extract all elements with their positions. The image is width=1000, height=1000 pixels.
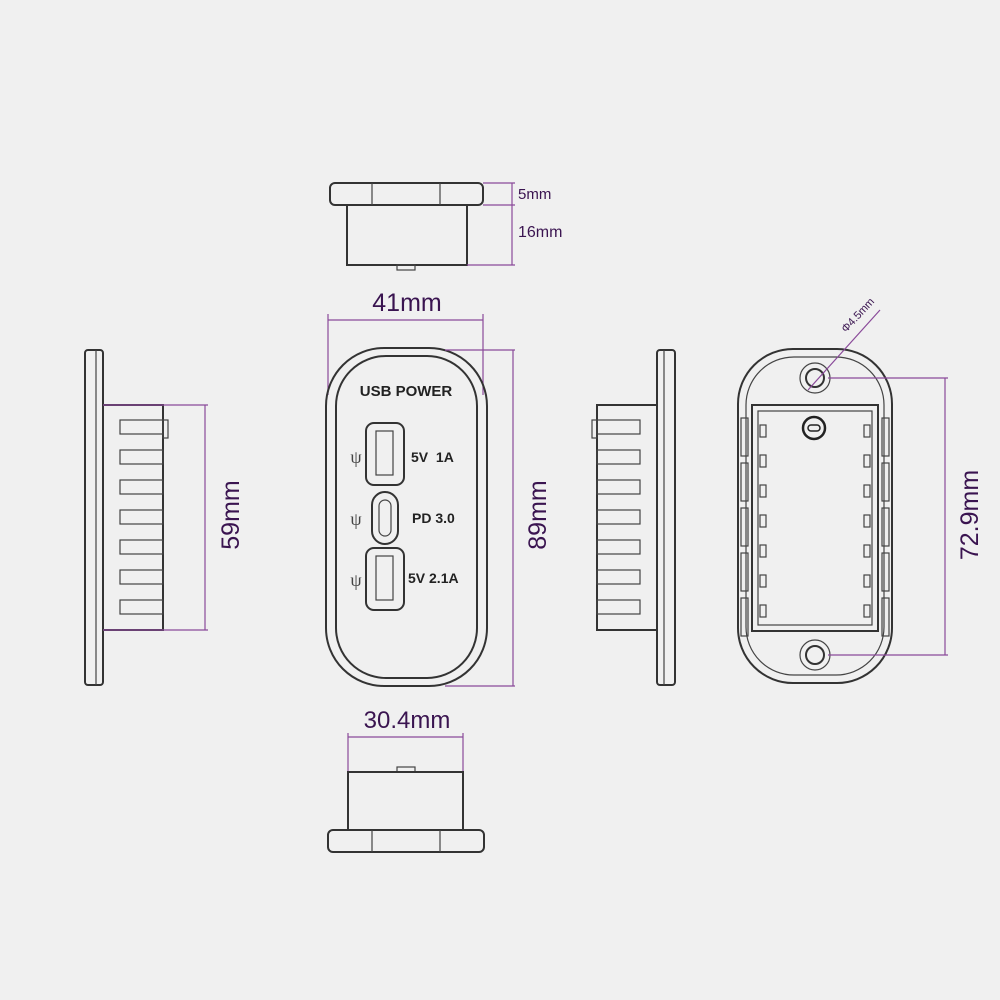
fin bbox=[740, 417, 749, 457]
fin bbox=[759, 544, 767, 558]
top-view: 5mm 16mm bbox=[329, 182, 562, 271]
fin bbox=[119, 509, 164, 525]
back-view: Φ4.5mm 72.9mm bbox=[737, 296, 984, 684]
fin bbox=[863, 424, 871, 438]
fin bbox=[119, 599, 164, 615]
panel-heading: USB POWER bbox=[360, 383, 453, 400]
fin bbox=[596, 569, 641, 585]
mounting-hole-top bbox=[805, 368, 825, 388]
body-depth-label: 16mm bbox=[518, 224, 562, 241]
fin bbox=[759, 484, 767, 498]
flange-thickness-label: 5mm bbox=[518, 186, 551, 203]
fin bbox=[881, 552, 890, 592]
usb-icon: ψ bbox=[350, 570, 362, 590]
bottom-view: 30.4mm bbox=[327, 707, 485, 853]
port-1-label: 5V 1A bbox=[411, 449, 454, 465]
body-height-label: 59mm bbox=[217, 480, 245, 549]
fin bbox=[596, 599, 641, 615]
fin bbox=[596, 419, 641, 435]
fin bbox=[119, 449, 164, 465]
usb-icon: ψ bbox=[350, 509, 362, 529]
fin bbox=[759, 514, 767, 528]
fin bbox=[863, 514, 871, 528]
fin bbox=[119, 419, 164, 435]
fin bbox=[863, 604, 871, 618]
fin bbox=[863, 454, 871, 468]
fin bbox=[740, 507, 749, 547]
fin bbox=[119, 479, 164, 495]
left-side-view: 59mm bbox=[84, 349, 245, 686]
usb-a-port-1 bbox=[365, 422, 405, 486]
fin bbox=[759, 574, 767, 588]
fin bbox=[596, 509, 641, 525]
right-side-view bbox=[591, 349, 676, 686]
fin bbox=[119, 539, 164, 555]
usb-icon: ψ bbox=[350, 447, 362, 467]
front-view: USB POWER 5V 1A ψ PD 3.0 ψ 5V 2.1A ψ 89m… bbox=[325, 347, 552, 687]
fin bbox=[881, 507, 890, 547]
fin bbox=[881, 417, 890, 457]
port-2-label: PD 3.0 bbox=[412, 510, 455, 526]
fin bbox=[759, 454, 767, 468]
hole-diameter-label: Φ4.5mm bbox=[839, 296, 877, 335]
fin bbox=[863, 484, 871, 498]
usb-c-port bbox=[371, 491, 399, 545]
height-label: 89mm bbox=[524, 480, 552, 549]
port-3-label: 5V 2.1A bbox=[408, 570, 459, 586]
usb-a-port-2 bbox=[365, 547, 405, 611]
mounting-hole-bottom bbox=[805, 645, 825, 665]
fin bbox=[881, 462, 890, 502]
fin bbox=[119, 569, 164, 585]
fin bbox=[759, 604, 767, 618]
fin bbox=[863, 544, 871, 558]
fin bbox=[759, 424, 767, 438]
fin bbox=[881, 597, 890, 637]
width-label: 41mm bbox=[372, 289, 441, 317]
width-dimension: 41mm bbox=[327, 289, 484, 395]
fin bbox=[596, 479, 641, 495]
body-width-label: 30.4mm bbox=[364, 707, 451, 734]
hole-spacing-label: 72.9mm bbox=[956, 470, 984, 560]
fin bbox=[596, 449, 641, 465]
fin bbox=[863, 574, 871, 588]
fin bbox=[740, 462, 749, 502]
fin bbox=[740, 552, 749, 592]
fin bbox=[596, 539, 641, 555]
fin bbox=[740, 597, 749, 637]
